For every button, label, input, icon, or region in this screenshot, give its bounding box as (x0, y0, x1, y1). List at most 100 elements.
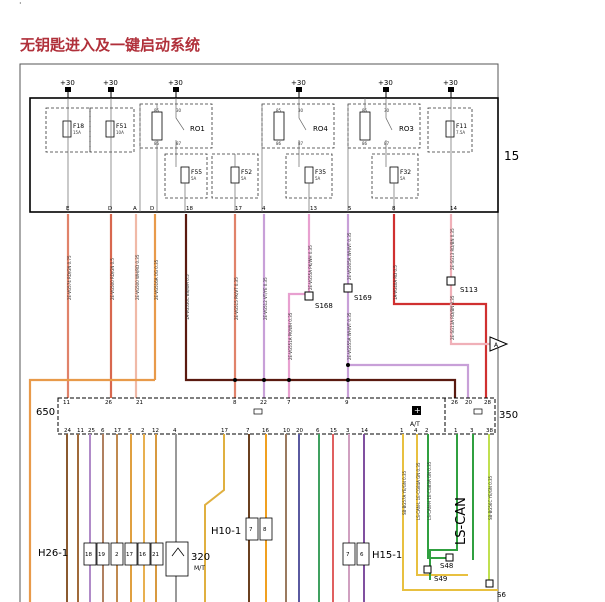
module-left-label: 650 (36, 407, 55, 418)
lower-wires (66, 434, 498, 602)
svg-text:24: 24 (64, 428, 71, 434)
splice-label: S113 (460, 286, 478, 294)
relay-320 (165, 541, 189, 577)
svg-text:SB-BG57A YE/GN 0.35: SB-BG57A YE/GN 0.35 (402, 471, 407, 515)
relay-320-label: 320 (191, 552, 210, 563)
plus-icon (412, 406, 421, 415)
fuse-name: F32 (400, 169, 411, 176)
connector-h15-1-pin (356, 542, 370, 566)
relay-pin: 87 (176, 141, 182, 146)
svg-text:2E-VG551A PK/WH 0.35: 2E-VG551A PK/WH 0.35 (288, 312, 293, 360)
supply-label: +30 (291, 79, 306, 87)
splice-label: S6 (497, 591, 506, 599)
module-right-sub: A/T (410, 421, 420, 428)
fuse-name: F35 (315, 169, 326, 176)
wire-codes-lower: SB-BG57A YE/GN 0.35 LS-CAN-L 1E-CG84A GN… (402, 461, 493, 520)
svg-text:6: 6 (316, 428, 320, 434)
svg-text:20: 20 (465, 400, 472, 406)
splice-s48 (445, 553, 454, 562)
arrow-out-icon (489, 336, 509, 352)
svg-text:12: 12 (152, 428, 159, 434)
svg-text:38: 38 (486, 428, 493, 434)
connector-label: H26-1 (38, 548, 68, 559)
svg-text:28: 28 (484, 400, 491, 406)
svg-text:2E-SG13A RD/BN 0.35: 2E-SG13A RD/BN 0.35 (450, 295, 455, 340)
svg-text:2: 2 (141, 428, 145, 434)
svg-text:2E-VG516A OG 0.35: 2E-VG516A OG 0.35 (154, 259, 159, 300)
svg-text:22: 22 (260, 400, 267, 406)
svg-text:2E-VG55A PK/WH 0.35: 2E-VG55A PK/WH 0.35 (308, 245, 313, 290)
page-title: 无钥匙进入及一键启动系统 (20, 36, 201, 54)
svg-text:7: 7 (287, 400, 291, 406)
supply-terminals (65, 87, 454, 92)
svg-text:2E-VG515 PK/VT 0.35: 2E-VG515 PK/VT 0.35 (234, 277, 239, 320)
supply-label: +30 (168, 79, 183, 87)
relay-pin: 87 (298, 141, 304, 146)
supply-label: +30 (378, 79, 393, 87)
svg-text:20: 20 (296, 428, 303, 434)
fuse-rating: 7.5A (456, 130, 465, 135)
splice-label: S48 (440, 562, 453, 570)
svg-text:2E-VG505A WH/VT 0.35: 2E-VG505A WH/VT 0.35 (347, 232, 352, 280)
connector-pin: 21 (152, 552, 159, 558)
box-pin: 18 (186, 206, 193, 212)
svg-text:26: 26 (105, 400, 112, 406)
svg-text:1: 1 (400, 428, 404, 434)
svg-text:9: 9 (345, 400, 349, 406)
supply-label: +30 (60, 79, 75, 87)
fuse-name: F55 (191, 169, 202, 176)
fuse-rating: 5A (241, 176, 247, 181)
connector-h10-1-pin (245, 517, 259, 541)
svg-text:1A-VG550C BN/WH 0.5: 1A-VG550C BN/WH 0.5 (185, 274, 190, 320)
module-right-label: 350 (499, 410, 518, 421)
fuse-rating: 5A (400, 176, 406, 181)
svg-text:2E-VG500 RD/GN 0.5: 2E-VG500 RD/GN 0.5 (110, 258, 115, 300)
bus-label: LS-CAN (454, 497, 469, 545)
relay-coils (151, 111, 371, 141)
mid-pins: 11 26 21 8 22 7 9 26 20 28 (63, 400, 491, 406)
svg-text:2E-SG13 RD/BN 0.35: 2E-SG13 RD/BN 0.35 (450, 228, 455, 270)
fuse-name: F18 (73, 123, 84, 130)
connector-h10-1-pin (259, 517, 273, 541)
relay-pin: 30 (384, 108, 390, 113)
fuse-name: F11 (456, 123, 467, 130)
svg-text:26: 26 (451, 400, 458, 406)
splice-s168 (304, 291, 314, 301)
fuse-rating: 5A (191, 176, 197, 181)
relay-name: RO3 (399, 125, 414, 133)
svg-text:3: 3 (346, 428, 350, 434)
connector-pin: 7 (249, 527, 253, 533)
chip-icon (253, 408, 263, 415)
component-boxes (45, 103, 473, 199)
svg-text:11: 11 (63, 400, 70, 406)
svg-text:2E-VG512 VT/YE 0.35: 2E-VG512 VT/YE 0.35 (263, 277, 268, 320)
svg-text:8: 8 (233, 400, 237, 406)
splice-s49 (423, 565, 432, 574)
svg-text:11: 11 (77, 428, 84, 434)
connector-pin: 19 (98, 552, 105, 558)
svg-text:6: 6 (101, 428, 105, 434)
fuse-name: F52 (241, 169, 252, 176)
svg-text:17: 17 (114, 428, 121, 434)
splice-label: S49 (434, 575, 447, 583)
connector-label: H10-1 (211, 526, 241, 537)
svg-text:SB-BG56C YE/GN 0.35: SB-BG56C YE/GN 0.35 (488, 475, 493, 520)
svg-text:LS-CAN-H 1E-CG83A GN 0.35: LS-CAN-H 1E-CG83A GN 0.35 (427, 461, 432, 520)
fuse-rating: 10A (116, 130, 124, 135)
fuse-rating: 15A (73, 130, 81, 135)
svg-text:2E-VG555A WH/VT 0.35: 2E-VG555A WH/VT 0.35 (347, 312, 352, 360)
chip-icon (473, 408, 483, 415)
wire-codes-upper: 2E-VG574 RD/GN 0.75 2E-VG500 RD/GN 0.5 2… (67, 228, 455, 360)
box-pin: 13 (310, 206, 317, 212)
switch-icon (171, 547, 185, 557)
svg-text:1A-VG40A RD 0.5: 1A-VG40A RD 0.5 (393, 265, 398, 300)
svg-text:21: 21 (136, 400, 143, 406)
connector-pin: 8 (263, 527, 267, 533)
box-pin: 8 (392, 206, 396, 212)
box-pin: D (150, 206, 154, 212)
svg-text:5: 5 (128, 428, 132, 434)
diagram-frame (19, 63, 499, 602)
svg-text:1: 1 (454, 428, 458, 434)
splice-s6 (485, 579, 494, 588)
